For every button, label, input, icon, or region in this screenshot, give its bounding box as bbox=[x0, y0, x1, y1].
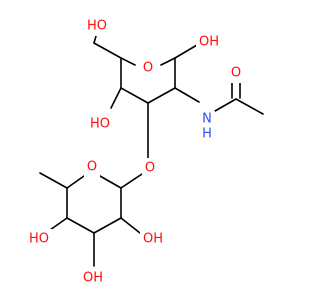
glycosidic-oxygen-text: O bbox=[145, 161, 155, 176]
fucose-c3-oh-label: OH bbox=[80, 268, 106, 288]
fucose-methyl-bond bbox=[39, 172, 68, 189]
acetyl-methyl-bond bbox=[235, 98, 264, 115]
glycosidic-fucose-bond bbox=[120, 173, 143, 189]
ring-bond bbox=[120, 57, 136, 66]
fucose-c2-oh-text: OH bbox=[143, 232, 163, 247]
hydroxymethyl-bond bbox=[93, 42, 122, 59]
fucose-c4-oh-text: HO bbox=[29, 232, 49, 247]
anomeric-oh-text: OH bbox=[199, 35, 219, 50]
glycosidic-oxygen-label: O bbox=[142, 158, 158, 178]
top-ring-oxygen-label: O bbox=[140, 58, 156, 78]
c4-hydroxyl-text: HO bbox=[90, 117, 110, 132]
fucose-ring-bond bbox=[66, 217, 95, 234]
bond-layer bbox=[39, 35, 264, 267]
bottom-ring-oxygen-label: O bbox=[84, 157, 100, 177]
amide-hydrogen-text: H bbox=[202, 127, 212, 142]
molecule-diagram: HO O OH N H O HO bbox=[26, 16, 264, 288]
n-carbonyl-bond bbox=[214, 98, 237, 112]
c-n-bond bbox=[174, 87, 200, 103]
c4-oh-bond bbox=[110, 87, 122, 109]
fucose-c3-oh-text: OH bbox=[83, 271, 103, 286]
carbonyl-oxygen-text: O bbox=[231, 66, 241, 81]
hydroxymethyl-oh-text: HO bbox=[87, 19, 107, 34]
atom-label-layer: HO O OH N H O HO bbox=[26, 16, 244, 288]
fucose-ring-bond bbox=[99, 175, 122, 189]
hydroxymethyl-oh-label: HO bbox=[84, 16, 110, 36]
c4-hydroxyl-label: HO bbox=[87, 114, 113, 134]
fucose-c2-oh-bond bbox=[120, 217, 141, 234]
ring-bond bbox=[120, 87, 149, 104]
structure-drawing: HO O OH N H O HO bbox=[26, 16, 264, 288]
carbonyl-oxygen-label: O bbox=[228, 63, 244, 83]
anomeric-oh-bond bbox=[174, 44, 198, 59]
amide-nitrogen-text: N bbox=[202, 112, 212, 127]
bottom-ring-oxygen-text: O bbox=[87, 160, 97, 175]
anomeric-oh-label: OH bbox=[196, 32, 222, 52]
ring-bond bbox=[147, 87, 176, 104]
amide-nitrogen-label: N H bbox=[199, 111, 215, 142]
hydroxymethyl-oh-bond bbox=[93, 35, 97, 44]
fucose-c2-oh-label: OH bbox=[140, 229, 166, 249]
fucose-ring-bond bbox=[93, 217, 122, 234]
fucose-ring-bond bbox=[66, 175, 85, 189]
ring-bond bbox=[160, 57, 176, 66]
top-ring-oxygen-text: O bbox=[143, 61, 153, 76]
fucose-c4-oh-label: HO bbox=[26, 229, 52, 249]
fucose-c4-oh-bond bbox=[49, 217, 68, 231]
